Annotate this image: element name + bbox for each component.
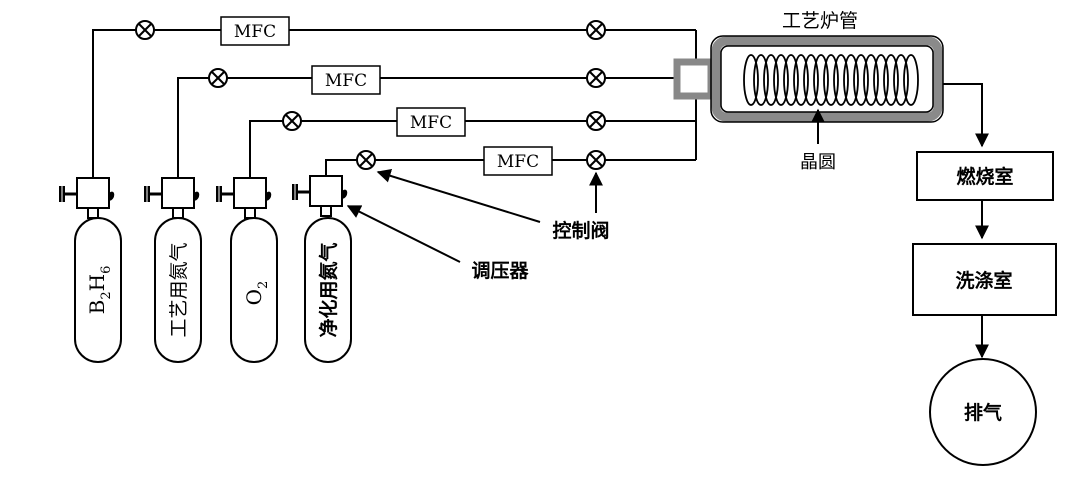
combustion-chamber-label: 燃烧室 (956, 165, 1013, 188)
mfc-label: MFC (234, 22, 276, 42)
regulator-icon (214, 176, 272, 220)
valve-icon (586, 150, 606, 170)
valve-icon (586, 111, 606, 131)
furnace-inlet (673, 58, 715, 100)
gas-cylinders: B2H6 工艺用氮气 O2 净化用氮气 (74, 217, 352, 363)
regulator-icon (57, 176, 115, 220)
scrubber-label: 洗涤室 (955, 269, 1012, 292)
regulator-label: 调压器 (471, 260, 529, 282)
mfc-1: MFC (220, 16, 290, 46)
control-valve-label: 控制阀 (552, 219, 609, 242)
cylinder-purge-nitrogen: 净化用氮气 (304, 217, 352, 363)
exhaust-label: 排气 (964, 401, 1002, 424)
valve-icon (586, 68, 606, 88)
mfc-3: MFC (396, 107, 466, 137)
valve-icon (356, 150, 376, 170)
valve-icon (282, 111, 302, 131)
furnace-title: 工艺炉管 (782, 10, 858, 32)
cylinder-label: O2 (242, 281, 271, 306)
cylinder-b2h6: B2H6 (74, 217, 122, 363)
valve-icon (586, 20, 606, 40)
callouts: 控制阀 调压器 (346, 169, 610, 282)
cylinder-label: 净化用氮气 (317, 242, 340, 337)
mfc-units: MFC MFC MFC MFC (220, 16, 553, 176)
cylinder-label: 工艺用氮气 (168, 242, 190, 337)
gas-lines (92, 29, 708, 180)
cylinder-o2: O2 (230, 217, 278, 363)
mfc-label: MFC (410, 113, 452, 133)
valve-icon (208, 68, 228, 88)
furnace-tube (711, 36, 943, 122)
wafer-label: 晶圆 (800, 152, 836, 173)
regulator-icon (290, 174, 348, 218)
line-o2 (249, 120, 696, 180)
regulators (57, 174, 348, 220)
line-purge-n2 (325, 159, 696, 178)
exhaust-chain: 燃烧室 洗涤室 排气 (912, 83, 1057, 466)
exhaust-circle (929, 358, 1037, 466)
mfc-label: MFC (325, 71, 367, 91)
cylinder-label: B2H6 (85, 266, 114, 315)
combustion-chamber-box (916, 151, 1054, 201)
line-process-n2 (177, 77, 696, 180)
scrubber-box (912, 243, 1057, 316)
valve-icon (135, 20, 155, 40)
regulator-icon (142, 176, 200, 220)
cylinder-process-nitrogen: 工艺用氮气 (154, 217, 202, 363)
line-b2h6 (92, 29, 696, 180)
wafer-stack (743, 54, 919, 106)
mfc-2: MFC (311, 65, 381, 95)
mfc-4: MFC (483, 146, 553, 176)
process-furnace: 工艺炉管 晶圆 (673, 10, 944, 173)
mfc-label: MFC (497, 152, 539, 172)
